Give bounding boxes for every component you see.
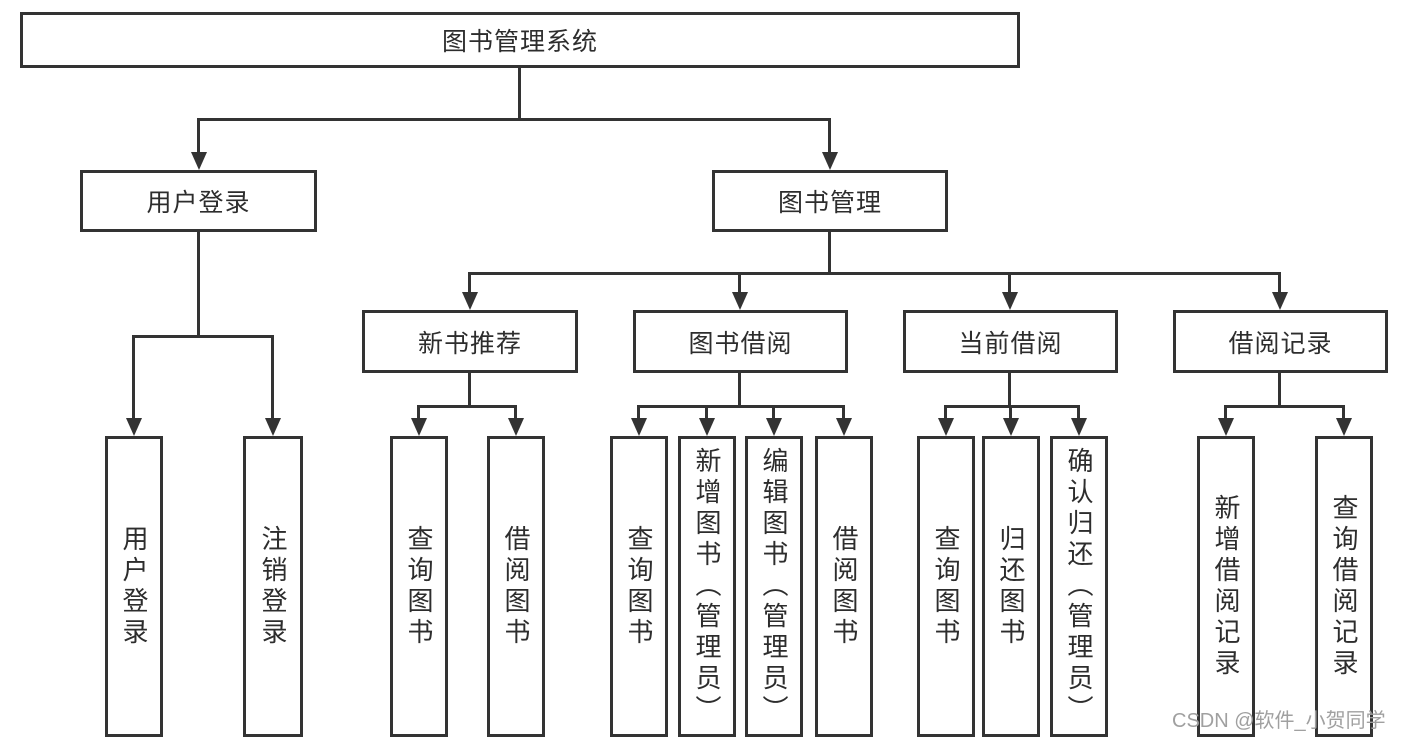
- leaf-label: 借阅图书: [501, 524, 531, 649]
- connector-arrow: [132, 335, 135, 418]
- leaf-label: 编辑图书（管理员）: [759, 447, 789, 726]
- connector-arrow: [1342, 405, 1345, 418]
- connector-arrow: [1077, 405, 1080, 418]
- connector-arrow: [772, 405, 775, 418]
- connector-arrow: [197, 118, 200, 152]
- connector-arrow: [828, 118, 831, 152]
- leaf-label: 查询图书: [404, 524, 434, 649]
- connector-arrow: [514, 405, 517, 418]
- connector-arrow: [417, 405, 420, 418]
- connector-vline: [468, 373, 471, 408]
- node-book-management-system: 图书管理系统: [20, 12, 1020, 68]
- leaf-user-login: 用户登录: [105, 436, 163, 737]
- leaf-return-books: 归还图书: [982, 436, 1040, 737]
- leaf-label: 注销登录: [258, 524, 288, 649]
- connector-vline: [738, 373, 741, 408]
- leaf-borrow-books-borrowing: 借阅图书: [815, 436, 873, 737]
- connector-arrow: [468, 272, 471, 292]
- connector-vline: [518, 68, 521, 121]
- connector-hline: [637, 405, 845, 408]
- node-book-management: 图书管理: [712, 170, 948, 232]
- connector-vline: [197, 232, 200, 338]
- node-borrow-records: 借阅记录: [1173, 310, 1388, 373]
- connector-arrow: [705, 405, 708, 418]
- leaf-borrow-books-newbooks: 借阅图书: [487, 436, 545, 737]
- leaf-add-borrow-record: 新增借阅记录: [1197, 436, 1255, 737]
- connector-hline: [1224, 405, 1345, 408]
- connector-arrow: [1008, 272, 1011, 292]
- connector-vline: [828, 232, 831, 275]
- leaf-query-books-borrowing: 查询图书: [610, 436, 668, 737]
- connector-hline: [468, 272, 1281, 275]
- connector-hline: [132, 335, 274, 338]
- node-book-borrowing: 图书借阅: [633, 310, 848, 373]
- connector-hline: [197, 118, 831, 121]
- leaf-label: 新增借阅记录: [1211, 493, 1241, 680]
- connector-hline: [944, 405, 1080, 408]
- node-user-login-branch: 用户登录: [80, 170, 317, 232]
- leaf-label: 借阅图书: [829, 524, 859, 649]
- connector-arrow: [637, 405, 640, 418]
- connector-arrow: [1009, 405, 1012, 418]
- connector-arrow: [1224, 405, 1227, 418]
- leaf-label: 新增图书（管理员）: [692, 447, 722, 726]
- connector-arrow: [1278, 272, 1281, 292]
- csdn-watermark: CSDN @软件_小贺同学: [1172, 710, 1386, 732]
- connector-vline: [1278, 373, 1281, 408]
- leaf-logout: 注销登录: [243, 436, 303, 737]
- leaf-query-borrow-record: 查询借阅记录: [1315, 436, 1373, 737]
- leaf-label: 确认归还（管理员）: [1064, 447, 1094, 726]
- connector-arrow: [738, 272, 741, 292]
- connector-arrow: [842, 405, 845, 418]
- connector-arrow: [944, 405, 947, 418]
- leaf-query-books-newbooks: 查询图书: [390, 436, 448, 737]
- leaf-label: 查询图书: [624, 524, 654, 649]
- leaf-label: 查询图书: [931, 524, 961, 649]
- leaf-add-book-admin: 新增图书（管理员）: [678, 436, 736, 737]
- connector-vline: [1008, 373, 1011, 408]
- leaf-label: 查询借阅记录: [1329, 493, 1359, 680]
- node-current-borrowing: 当前借阅: [903, 310, 1118, 373]
- leaf-query-books-current: 查询图书: [917, 436, 975, 737]
- node-new-book-recommend: 新书推荐: [362, 310, 578, 373]
- leaf-confirm-return-admin: 确认归还（管理员）: [1050, 436, 1108, 737]
- leaf-label: 用户登录: [119, 524, 149, 649]
- leaf-edit-book-admin: 编辑图书（管理员）: [745, 436, 803, 737]
- leaf-label: 归还图书: [996, 524, 1026, 649]
- connector-hline: [417, 405, 517, 408]
- connector-arrow: [271, 335, 274, 418]
